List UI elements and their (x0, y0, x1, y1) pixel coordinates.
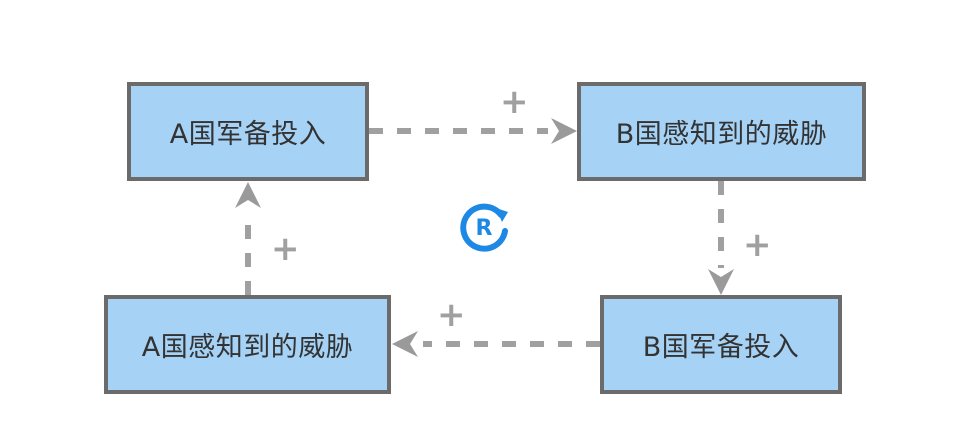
polarity-plus-label: + (743, 225, 772, 265)
node-label: B国军备投入 (642, 332, 800, 363)
node-label: B国感知到的威胁 (615, 119, 828, 150)
node-label: A国军备投入 (169, 119, 327, 150)
arrowhead-right-icon (551, 118, 577, 144)
reinforcing-loop-icon (460, 203, 508, 252)
polarity-plus-label: + (500, 82, 529, 122)
polarity-plus-label: + (271, 229, 300, 269)
node-label: A国感知到的威胁 (141, 332, 354, 363)
polarity-plus-label: + (437, 295, 466, 335)
arrowhead-up-icon (235, 182, 261, 208)
loop-type-label: R (475, 216, 493, 241)
node-b-military-investment[interactable]: B国军备投入 (600, 295, 842, 394)
arrowhead-down-icon (708, 269, 734, 295)
node-a-perceived-threat[interactable]: A国感知到的威胁 (104, 295, 391, 394)
node-a-military-investment[interactable]: A国军备投入 (127, 82, 369, 181)
arrowhead-left-icon (392, 331, 418, 357)
node-b-perceived-threat[interactable]: B国感知到的威胁 (577, 82, 866, 181)
